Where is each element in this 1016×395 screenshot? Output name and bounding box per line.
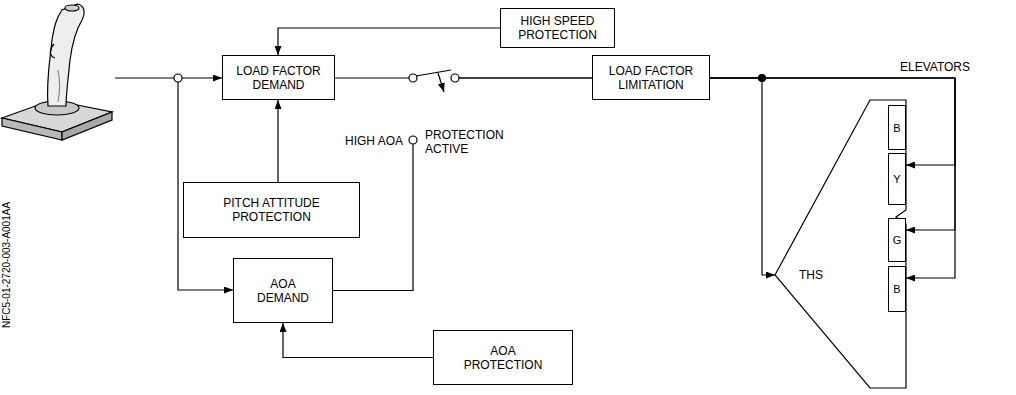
signal-connector [277,100,278,182]
elevator-segment: B [888,105,906,150]
node-text: THS [799,268,823,282]
switch-arrow [438,73,444,92]
switch-label: HIGH AOA [345,134,403,148]
node-text: LOAD FACTOR LIMITATION [599,64,703,92]
node-text: LOAD FACTOR DEMAND [229,64,329,92]
sidestick-illustration [2,4,112,140]
signal-label: ELEVATORS [900,60,970,74]
figure-reference: NFC5-01-2720-003-A001AA [0,202,14,328]
stabilizer-outline [775,100,906,388]
protection-box: PITCH ATTITUDE PROTECTION [183,182,360,238]
signal-connector [278,28,500,55]
node-text: AOA PROTECTION [463,344,543,372]
signal-connector [283,323,433,358]
stabilizer-shape: THS B Y G B [775,100,906,388]
hydraulic-letter: Y [893,173,900,185]
process-box: LOAD FACTOR LIMITATION [592,55,710,100]
stabilizer-outline [775,100,906,388]
input-line [115,77,174,78]
process-box: LOAD FACTOR DEMAND [222,55,335,100]
hydraulic-letter: B [893,122,900,134]
process-box: AOA DEMAND [233,258,333,323]
layout-drawing [2,4,766,290]
stick-trigger [50,44,55,58]
elevator-segment: Y [888,153,906,205]
stick-grip [47,4,84,106]
switch-label: PROTECTION ACTIVE [425,128,535,156]
stick-base-side [62,112,112,140]
signal-connector [333,78,592,291]
signal-connector [710,78,775,275]
elevator-segment: G [888,218,906,262]
switch-contact [451,74,459,82]
elevator-segment: B [888,266,906,312]
protection-box: HIGH SPEED PROTECTION [500,8,615,48]
node-text: AOA DEMAND [253,277,313,305]
switch-arm [416,70,451,76]
switch-contact [409,74,417,82]
switch-contact [409,136,417,144]
node-text: PITCH ATTITUDE PROTECTION [217,196,327,224]
input-line [182,77,222,78]
node-text: HIGH SPEED PROTECTION [508,14,608,42]
hydraulic-letter: G [893,234,902,246]
stick-button [65,5,79,11]
signal-connector [710,78,955,165]
stick-base-side [2,118,62,140]
protection-box: AOA PROTECTION [433,330,573,385]
hydraulic-letter: B [893,283,900,295]
stick-shading [58,70,60,102]
junction-circle [174,74,182,82]
